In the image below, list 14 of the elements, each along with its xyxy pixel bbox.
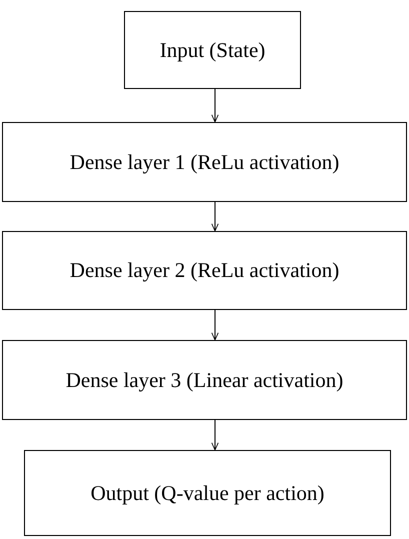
arrow: [211, 310, 219, 340]
box-label: Input (State): [160, 38, 266, 62]
process-box: [2, 122, 407, 202]
arrow: [211, 420, 219, 450]
process-box: [2, 340, 407, 420]
box-label: Dense layer 3 (Linear activation): [66, 368, 344, 392]
process-box: [2, 231, 407, 310]
process-box: [24, 450, 391, 536]
arrow: [211, 88, 219, 122]
box-label: Output (Q-value per action): [90, 480, 324, 506]
box-label: Dense layer 2 (ReLu activation): [70, 258, 340, 283]
process-box: [124, 11, 301, 89]
arrow: [211, 202, 219, 232]
box-label: Dense layer 1 (ReLu activation): [70, 150, 340, 174]
